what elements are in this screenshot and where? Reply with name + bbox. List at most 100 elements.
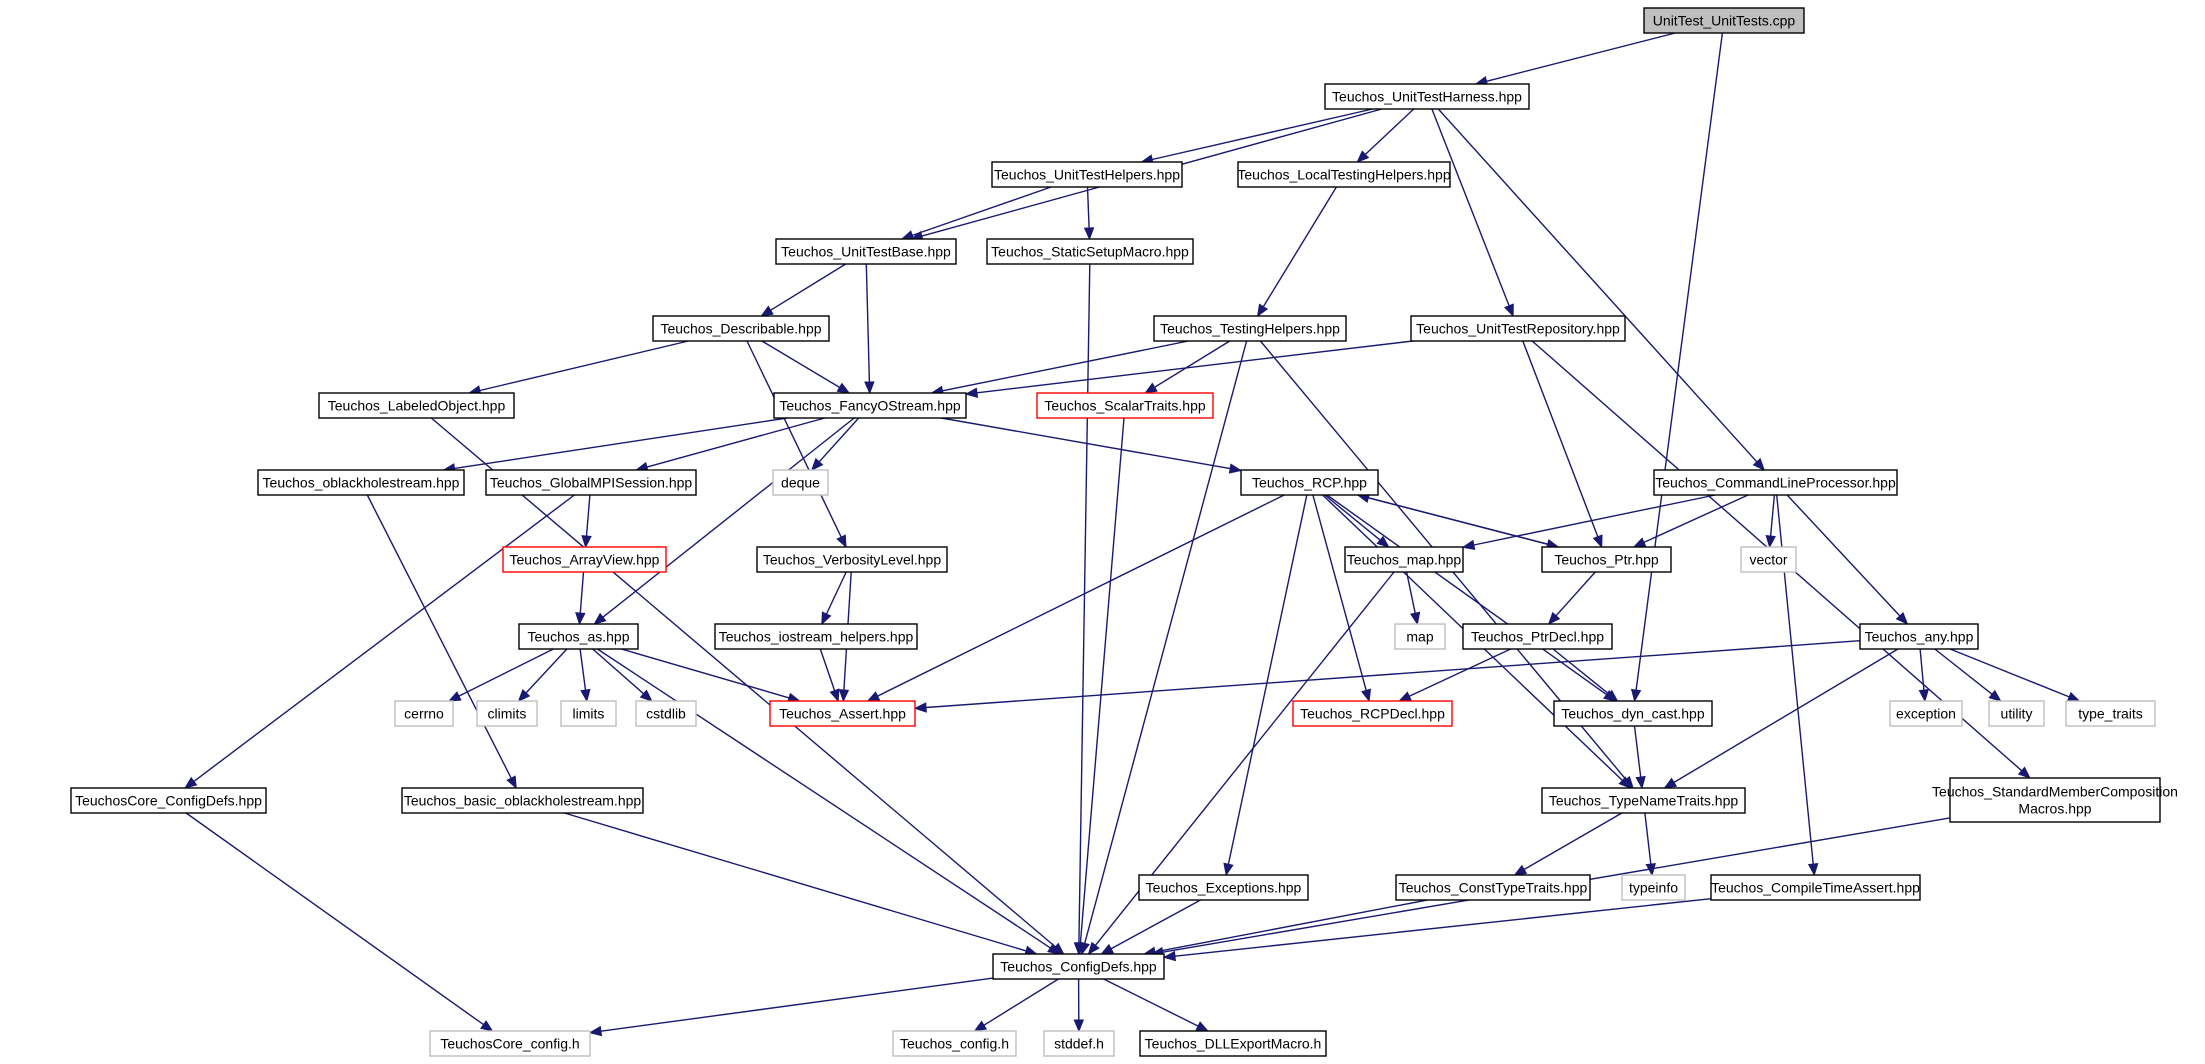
graph-node-n0[interactable]: UnitTest_UnitTests.cpp [1643, 7, 1805, 34]
graph-node-n19[interactable]: Teuchos_map.hpp [1344, 546, 1464, 573]
node-label: Teuchos_as.hpp [528, 629, 630, 645]
edge-arrowhead [836, 382, 851, 394]
graph-node-n2[interactable]: Teuchos_UnitTestHelpers.hpp [991, 161, 1183, 188]
graph-node-n3[interactable]: Teuchos_LocalTestingHelpers.hpp [1237, 161, 1451, 188]
graph-node-n37[interactable]: TeuchosCore_ConfigDefs.hpp [70, 787, 267, 814]
graph-node-n25[interactable]: Teuchos_PtrDecl.hpp [1462, 623, 1613, 650]
graph-node-n45[interactable]: Teuchos_ConfigDefs.hpp [992, 953, 1165, 980]
edge-arrowhead [1256, 303, 1269, 318]
node-label: utility [2001, 706, 2033, 722]
graph-node-n12[interactable]: Teuchos_oblackholestream.hpp [257, 469, 465, 496]
graph-node-n40[interactable]: Teuchos_StandardMemberCompositionMacros.… [1932, 777, 2178, 823]
graph-node-n32[interactable]: Teuchos_RCPDecl.hpp [1292, 700, 1453, 727]
graph-node-n10[interactable]: Teuchos_FancyOStream.hpp [773, 392, 967, 419]
edge-arrowhead [964, 387, 979, 398]
node-box [1859, 623, 1979, 650]
node-label: Teuchos_DLLExportMacro.h [1145, 1036, 1322, 1052]
graph-node-n35: utility [1988, 700, 2045, 727]
dependency-edge-n0-n1 [1474, 32, 1676, 87]
graph-node-n4[interactable]: Teuchos_UnitTestBase.hpp [775, 238, 957, 265]
edge-arrowhead [447, 691, 462, 702]
graph-node-n41[interactable]: Teuchos_Exceptions.hpp [1138, 874, 1309, 901]
edge-line [1326, 494, 1607, 696]
dependency-edge-n39-n43 [1644, 812, 1656, 877]
edge-line [579, 648, 587, 691]
graph-node-n39[interactable]: Teuchos_TypeNameTraits.hpp [1541, 787, 1746, 814]
graph-node-n49[interactable]: Teuchos_DLLExportMacro.h [1139, 1030, 1327, 1057]
edge-arrowhead [1073, 1019, 1085, 1033]
edge-line [976, 340, 1413, 394]
node-box [992, 953, 1165, 980]
graph-node-n16[interactable]: Teuchos_CommandLineProcessor.hpp [1653, 469, 1898, 496]
edge-line [564, 812, 1027, 952]
graph-node-n38[interactable]: Teuchos_basic_oblackholestream.hpp [401, 787, 644, 814]
edge-line [1103, 978, 1199, 1027]
edge-arrowhead [639, 689, 653, 702]
edge-arrowhead [580, 688, 591, 703]
graph-node-n20[interactable]: Teuchos_Ptr.hpp [1541, 546, 1672, 573]
graph-node-n7[interactable]: Teuchos_TestingHelpers.hpp [1153, 315, 1347, 342]
edge-line [1312, 494, 1367, 691]
graph-node-n22[interactable]: Teuchos_as.hpp [518, 623, 639, 650]
dependency-edge-n22-n28 [517, 648, 568, 702]
edge-line [1473, 494, 1716, 546]
node-box [318, 392, 515, 419]
node-label: Teuchos_basic_oblackholestream.hpp [404, 793, 642, 809]
edge-arrowhead [1083, 227, 1095, 241]
graph-node-n15[interactable]: Teuchos_RCP.hpp [1240, 469, 1379, 496]
dependency-edge-n45-n47 [973, 978, 1059, 1032]
dependency-edge-n17-n22 [575, 571, 586, 626]
edge-arrowhead [1632, 537, 1647, 548]
graph-node-n13[interactable]: Teuchos_GlobalMPISession.hpp [485, 469, 697, 496]
edge-line [621, 648, 790, 699]
node-box [1043, 1030, 1115, 1057]
edge-arrowhead [1807, 863, 1819, 877]
edge-line [1174, 898, 1712, 957]
dependency-edge-n13-n17 [581, 494, 592, 549]
graph-node-n17[interactable]: Teuchos_ArrayView.hpp [502, 546, 667, 573]
graph-node-n42[interactable]: Teuchos_ConstTypeTraits.hpp [1395, 874, 1591, 901]
dependency-edge-n13-n37 [184, 494, 575, 789]
graph-node-n6[interactable]: Teuchos_Describable.hpp [652, 315, 830, 342]
node-label: stddef.h [1054, 1036, 1104, 1052]
node-box [257, 469, 465, 496]
node-label: Teuchos_oblackholestream.hpp [263, 475, 460, 491]
graph-node-n18[interactable]: Teuchos_VerbosityLevel.hpp [756, 546, 948, 573]
edge-line [454, 417, 788, 470]
graph-node-n43: typeinfo [1621, 874, 1686, 901]
graph-node-n26[interactable]: Teuchos_any.hpp [1859, 623, 1979, 650]
node-box [652, 315, 830, 342]
graph-node-n5[interactable]: Teuchos_StaticSetupMacro.hpp [986, 238, 1194, 265]
node-box [635, 700, 697, 727]
graph-node-n11[interactable]: Teuchos_ScalarTraits.hpp [1036, 392, 1214, 419]
edge-line [1673, 648, 1899, 784]
graph-node-n44[interactable]: Teuchos_CompileTimeAssert.hpp [1710, 874, 1921, 901]
edge-arrowhead [1228, 463, 1243, 474]
graph-node-n1[interactable]: Teuchos_UnitTestHarness.hpp [1324, 83, 1530, 110]
node-box [756, 546, 948, 573]
edge-arrowhead [2017, 766, 2031, 779]
node-box [991, 161, 1183, 188]
dependency-edge-n6-n9 [467, 340, 689, 396]
graph-node-n8[interactable]: Teuchos_UnitTestRepository.hpp [1410, 315, 1626, 342]
dependency-edge-n25-n32 [1398, 648, 1511, 702]
edge-line [1522, 340, 1599, 537]
node-box [1889, 700, 1963, 727]
edge-arrowhead [1765, 535, 1776, 549]
node-box [1139, 1030, 1327, 1057]
node-label: UnitTest_UnitTests.cpp [1653, 13, 1796, 29]
node-layer: UnitTest_UnitTests.cppTeuchos_UnitTestHa… [70, 7, 2178, 1057]
node-box [1949, 777, 2161, 823]
edge-line [1643, 494, 1749, 544]
node-label: Teuchos_dyn_cast.hpp [1561, 706, 1704, 722]
node-label: climits [488, 706, 527, 722]
edge-arrowhead [588, 1025, 603, 1037]
edge-line [525, 648, 568, 694]
edge-arrowhead [1592, 534, 1603, 549]
graph-node-n9[interactable]: Teuchos_LabeledObject.hpp [318, 392, 515, 419]
node-box [1237, 161, 1451, 188]
edge-arrowhead [1752, 457, 1766, 471]
graph-node-n23[interactable]: Teuchos_iostream_helpers.hpp [714, 623, 918, 650]
graph-node-n31[interactable]: Teuchos_Assert.hpp [769, 700, 916, 727]
graph-node-n33[interactable]: Teuchos_dyn_cast.hpp [1553, 700, 1713, 727]
